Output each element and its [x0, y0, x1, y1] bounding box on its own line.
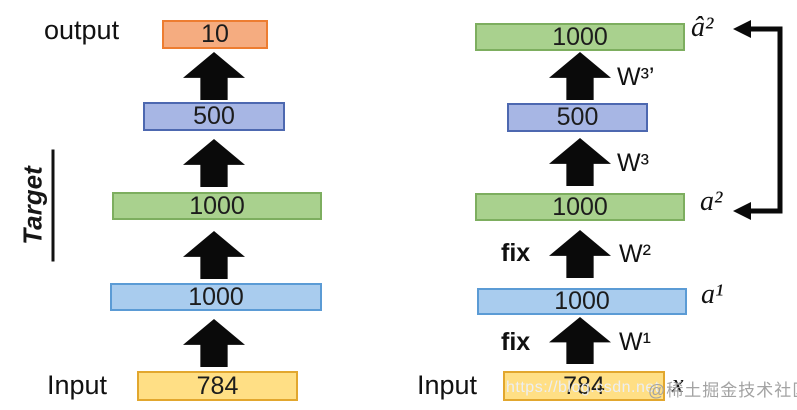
output-label: output	[44, 15, 120, 45]
activation-a1-label: a¹	[701, 279, 724, 310]
watermark-url: https://blog.csdn.net	[506, 379, 660, 396]
watermark-community: @稀土掘金技术社区	[648, 381, 797, 400]
fix-label-w1: fix	[501, 328, 531, 356]
weight-label-w2: W²	[619, 240, 651, 268]
right-layer-box-1000-top: 1000	[475, 23, 685, 51]
left-layer-box-500: 500	[143, 102, 285, 131]
up-arrow-icon	[549, 52, 611, 100]
up-arrow-icon	[183, 319, 245, 367]
right-layer-box-input-784: 784	[503, 371, 665, 401]
weight-label-w3: W³	[617, 149, 649, 177]
right-input-label: Input	[417, 370, 478, 400]
right-layer-box-500: 500	[507, 103, 648, 132]
left-layer-box-1000-blue: 1000	[110, 283, 322, 311]
up-arrow-icon	[183, 52, 245, 100]
activation-a2-label: a²	[700, 186, 723, 217]
fix-label-w2: fix	[501, 239, 531, 267]
left-layer-box-output: 10	[162, 20, 268, 49]
weight-label-w3-prime: W³’	[617, 63, 655, 91]
right-layer-box-1000-green: 1000	[475, 193, 685, 221]
up-arrow-icon	[549, 230, 611, 278]
feedback-connector-arrow	[733, 20, 783, 220]
right-layer-box-1000-blue: 1000	[477, 288, 687, 315]
target-label: Target	[17, 149, 55, 262]
left-input-label: Input	[47, 370, 108, 400]
left-layer-box-input-784: 784	[137, 371, 298, 401]
left-layer-box-1000-green: 1000	[112, 192, 322, 220]
input-x-label: x	[672, 369, 684, 398]
up-arrow-icon	[549, 138, 611, 186]
weight-label-w1: W¹	[619, 328, 651, 356]
reconstruction-label: â²	[691, 12, 714, 43]
up-arrow-icon	[183, 231, 245, 279]
up-arrow-icon	[183, 139, 245, 187]
up-arrow-icon	[549, 317, 611, 364]
